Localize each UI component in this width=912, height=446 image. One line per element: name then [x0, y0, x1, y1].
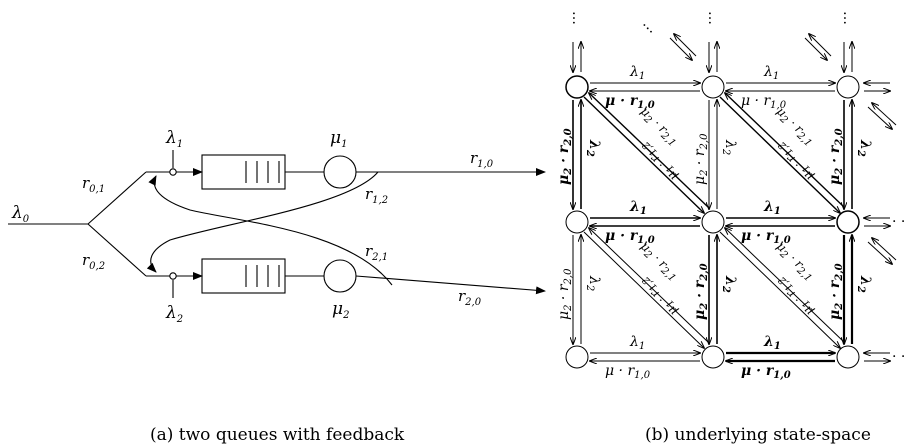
- mu1-r12-label: μ1 · r1,2: [772, 139, 818, 184]
- mu-r10-label: μ · r1,0: [741, 363, 791, 381]
- mu2-r20-label: μ2 · r2,0: [827, 128, 845, 185]
- exit-lower-line: [355, 275, 546, 295]
- r21-label: r2,1: [365, 242, 388, 263]
- lambda1-h-label: λ1: [763, 199, 781, 217]
- dots-right: · ·: [892, 214, 905, 230]
- mu2-r20-label: μ2 · r2,0: [556, 268, 574, 320]
- mu1-r12-label: μ1 · r1,2: [636, 139, 682, 184]
- mu2-r21-label: μ2 · r2,1: [636, 104, 682, 149]
- lambda2-v-label: λ2: [584, 139, 602, 157]
- mu2-r21-label: μ2 · r2,1: [772, 239, 818, 284]
- queue-2-buffer: [201, 258, 286, 294]
- state-node: [836, 210, 860, 234]
- lambda0-label: λ0: [11, 203, 30, 225]
- lambda1-h-label: λ1: [763, 334, 781, 352]
- r01-label: r0,1: [82, 174, 105, 195]
- mu1-label: μ1: [330, 128, 347, 150]
- lambda2-v-label: λ2: [720, 275, 738, 293]
- r10-label: r1,0: [470, 149, 494, 170]
- mu-r10-label: μ · r1,0: [605, 228, 655, 246]
- lambda1-label: λ1: [165, 128, 183, 150]
- mu2-r20-label: μ2 · r2,0: [692, 133, 710, 185]
- r02-label: r0,2: [82, 251, 105, 272]
- branch-lower: [87, 223, 147, 277]
- lambda2-v-label: λ2: [584, 275, 602, 291]
- state-node: [836, 75, 860, 99]
- lambda2-v-label: λ2: [855, 275, 873, 293]
- lambda2-v-label: λ2: [855, 139, 873, 157]
- r12-label: r1,2: [365, 185, 388, 206]
- lambda2-v-label: λ2: [720, 139, 738, 155]
- branch-upper: [87, 171, 147, 225]
- state-space-grid: [565, 34, 897, 369]
- ellipsis-top: …: [569, 11, 585, 25]
- lambda1-h-label: λ1: [763, 64, 779, 82]
- two-queue-network: [8, 150, 546, 298]
- feedback-1-to-2: [146, 171, 379, 273]
- mu-r10-label: μ · r1,0: [741, 228, 791, 246]
- caption-a: (a) two queues with feedback: [150, 425, 405, 445]
- state-node: [836, 345, 860, 369]
- ellipsis-diag: …: [639, 15, 660, 36]
- ellipsis-top: …: [840, 11, 856, 25]
- lambda2-label: λ2: [165, 303, 183, 325]
- state-node: [701, 345, 725, 369]
- mu2-label: μ2: [332, 299, 349, 321]
- mu-r10-label: μ · r1,0: [605, 93, 655, 111]
- lambda1-h-label: λ1: [629, 334, 645, 352]
- mu-r10-label: μ · r1,0: [741, 93, 787, 111]
- lambda1-h-label: λ1: [629, 199, 647, 217]
- mu1-r12-label: μ1 · r1,2: [636, 274, 682, 319]
- state-node: [701, 75, 725, 99]
- mu2-r20-label: μ2 · r2,0: [556, 128, 574, 185]
- mu2-r21-label: μ2 · r2,1: [772, 104, 818, 149]
- mu2-r20-label: μ2 · r2,0: [827, 263, 845, 320]
- ellipsis-top: …: [705, 11, 721, 25]
- feedback-2-to-1: [148, 175, 393, 286]
- mu2-r21-label: μ2 · r2,1: [636, 239, 682, 284]
- caption-b: (b) underlying state-space: [645, 425, 871, 445]
- mu2-r20-label: μ2 · r2,0: [692, 263, 710, 320]
- mu-r10-label: μ · r1,0: [605, 363, 651, 381]
- queue-1-buffer: [201, 154, 286, 190]
- server-2: [323, 259, 357, 293]
- r20-label: r2,0: [458, 287, 482, 308]
- state-node: [565, 75, 589, 99]
- server-1: [323, 155, 357, 189]
- state-node: [565, 210, 589, 234]
- lambda1-h-label: λ1: [629, 64, 645, 82]
- dots-right: · ·: [892, 349, 905, 365]
- state-node: [701, 210, 725, 234]
- mu1-r12-label: μ1 · r1,2: [772, 274, 818, 319]
- state-node: [565, 345, 589, 369]
